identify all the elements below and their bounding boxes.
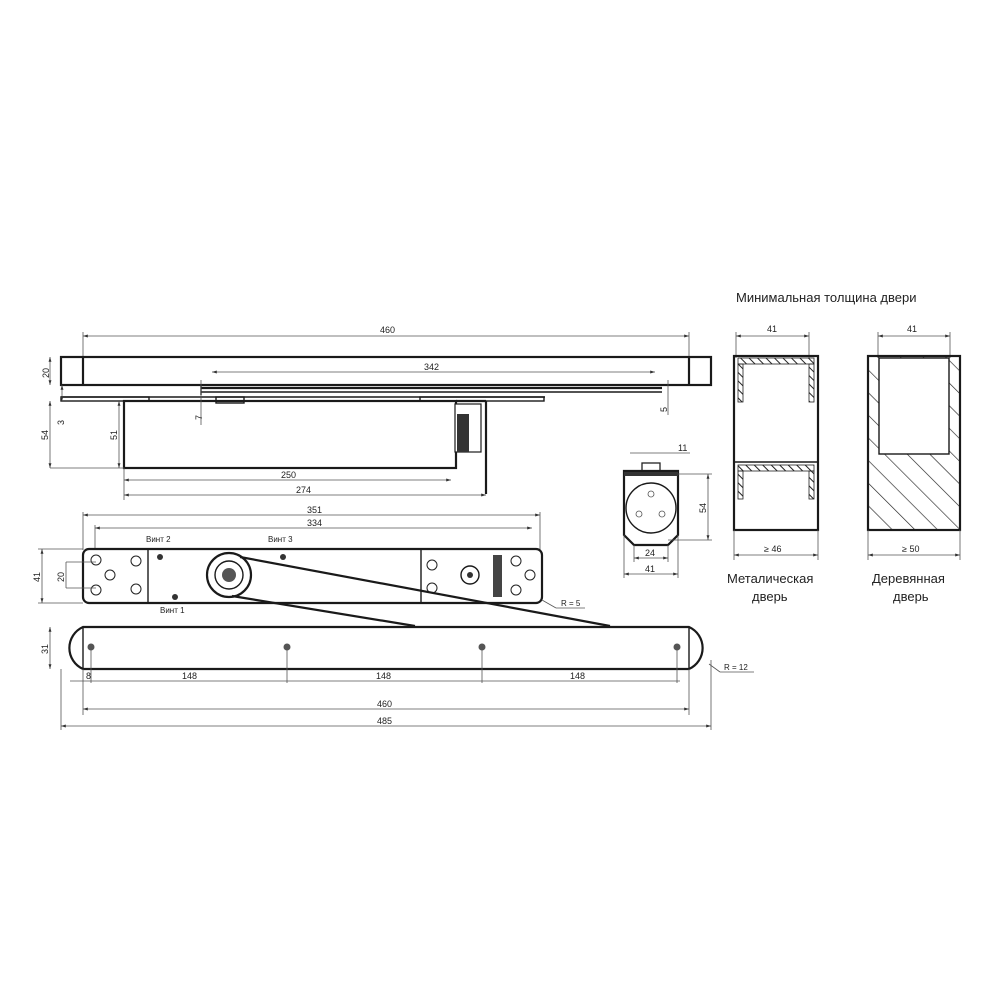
dim-334: 334	[307, 518, 322, 528]
metal-door-caption-2: дверь	[752, 589, 788, 604]
dim-274: 274	[296, 485, 311, 495]
radius-5: R = 5	[561, 599, 581, 608]
screw-1-label: Винт 1	[160, 606, 185, 615]
metal-door-section: 41 ≥ 46 Металическая дверь	[727, 324, 820, 604]
wood-door-dim-41: 41	[907, 324, 917, 334]
dim-3: 3	[56, 420, 66, 425]
rail-view: 31 8 148 148 148 460 485 R = 12	[40, 625, 754, 730]
screw-3-label: Винт 3	[268, 535, 293, 544]
dim-351: 351	[307, 505, 322, 515]
dim-20-holes: 20	[56, 572, 66, 582]
dim-148-2: 148	[376, 671, 391, 681]
dim-460-rail: 460	[377, 699, 392, 709]
min-door-thickness-title: Минимальная толщина двери	[736, 290, 917, 305]
dim-148-3: 148	[570, 671, 585, 681]
wood-door-caption-2: дверь	[893, 589, 929, 604]
dim-20: 20	[41, 368, 51, 378]
dim-overall-460: 460	[380, 325, 395, 335]
end-view: 11 54 24 41	[622, 443, 712, 578]
dim-24: 24	[645, 548, 655, 558]
top-side-view: 460 342 20 3 54 51	[40, 325, 713, 500]
dim-342: 342	[424, 362, 439, 372]
wood-door-section: 41 ≥ 50 Деревянная дверь	[866, 324, 962, 604]
screw-2-label: Винт 2	[146, 535, 171, 544]
wood-door-caption-1: Деревянная	[872, 571, 945, 586]
dim-54: 54	[40, 430, 50, 440]
dim-8: 8	[86, 671, 91, 681]
plan-view-arm: 351 334 Винт 2 Винт 3 Винт 1	[32, 505, 611, 628]
wood-door-min-50: ≥ 50	[902, 544, 919, 554]
dim-41: 41	[32, 572, 42, 582]
dim-51: 51	[109, 430, 119, 440]
dim-11: 11	[678, 443, 687, 453]
dim-54-end: 54	[698, 503, 708, 513]
radius-12: R = 12	[724, 663, 748, 672]
dim-7: 7	[194, 415, 204, 420]
metal-door-dim-41: 41	[767, 324, 777, 334]
metal-door-caption-1: Металическая	[727, 571, 813, 586]
dim-41-end: 41	[645, 564, 655, 574]
dim-250: 250	[281, 470, 296, 480]
dim-5: 5	[659, 407, 669, 412]
dim-148-1: 148	[182, 671, 197, 681]
dim-31: 31	[40, 644, 50, 654]
metal-door-min-46: ≥ 46	[764, 544, 781, 554]
dim-485: 485	[377, 716, 392, 726]
